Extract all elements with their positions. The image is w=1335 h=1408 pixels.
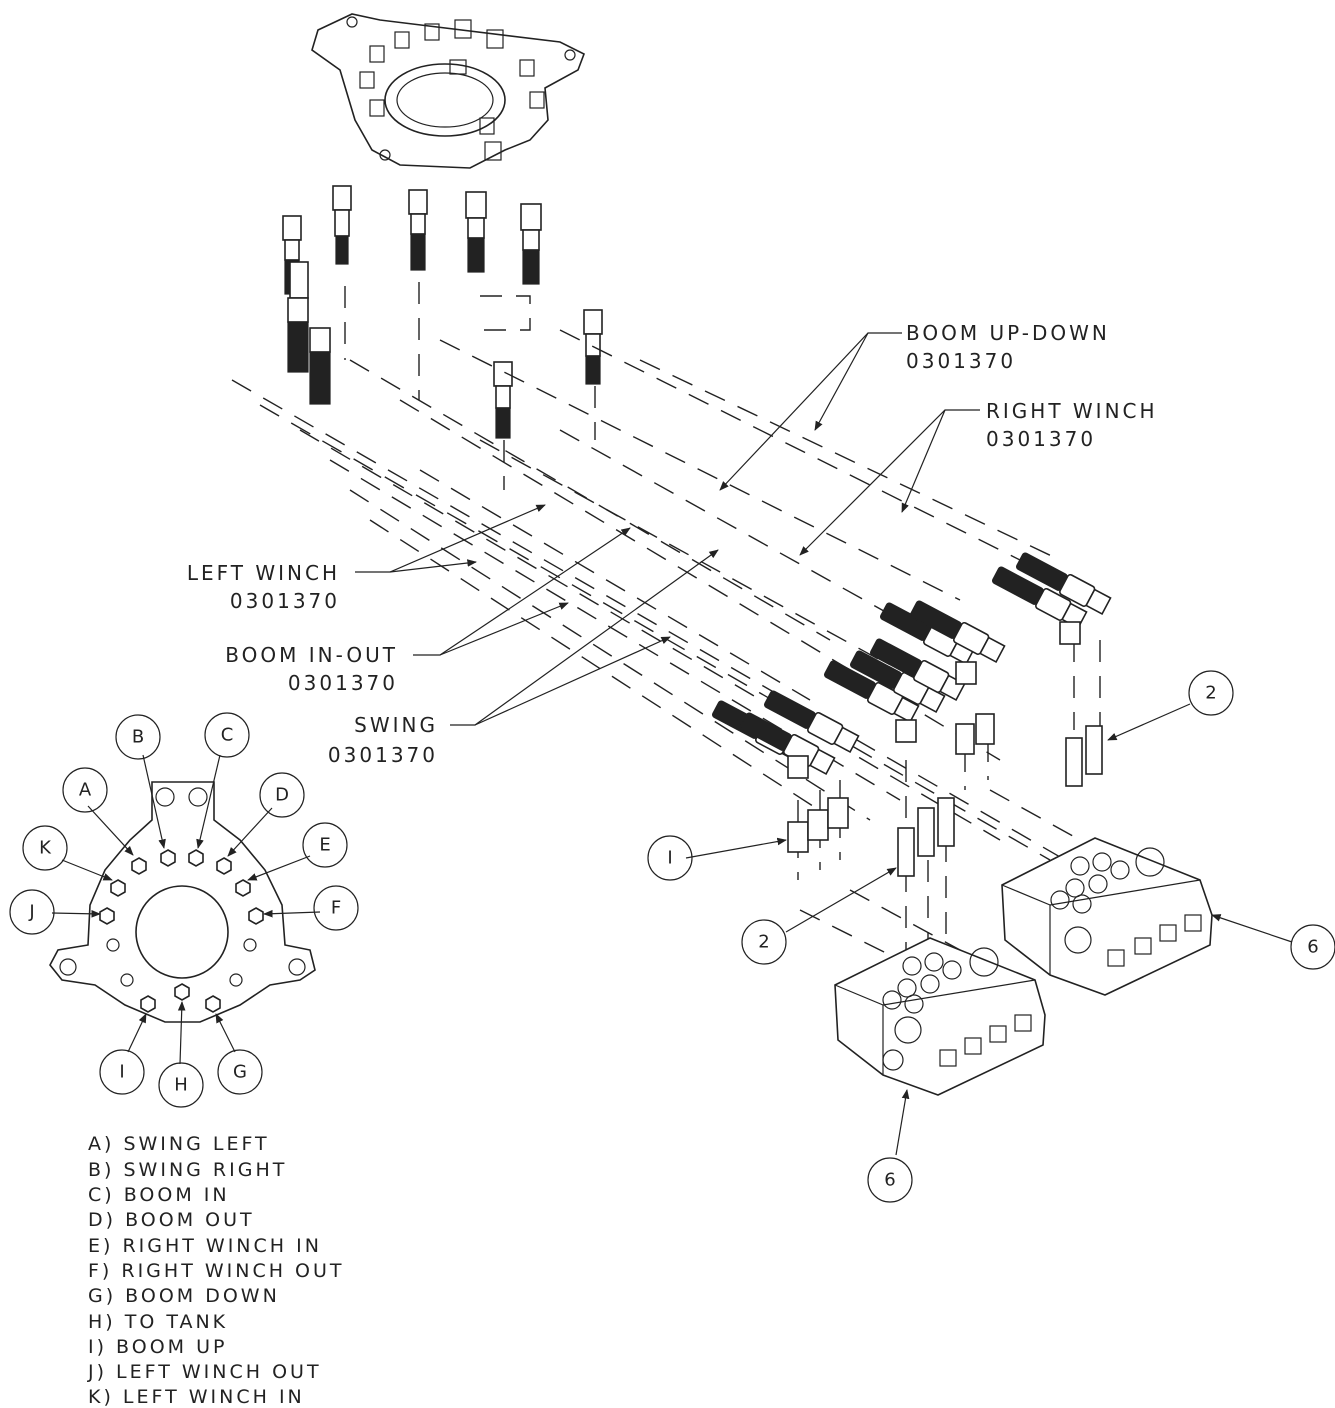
boom-in-out-label: BOOM IN-OUT [225,643,398,667]
port-bubble-b: B [115,714,161,760]
hose-elbow-group-1 [712,690,860,779]
legend-item: H) TO TANK [88,1311,228,1333]
hose-elbow-group-2 [824,638,966,743]
port-bubble-c: C [204,712,250,758]
swing-label: SWING [354,713,438,737]
control-valve-bottom [834,937,1046,1096]
svg-text:F: F [331,898,341,919]
svg-text:6: 6 [884,1170,895,1191]
port-letter-bubbles: A B C D E F G H I J K [9,712,359,1108]
item-bubble-6-bottom: 6 [867,1157,913,1203]
svg-text:2: 2 [1205,683,1216,704]
legend-item: J) LEFT WINCH OUT [87,1361,322,1383]
legend-item: B) SWING RIGHT [88,1159,287,1181]
port-bubble-a: A [62,767,108,813]
svg-text:C: C [221,725,234,746]
svg-text:6: 6 [1307,937,1318,958]
left-winch-part: 0301370 [230,589,340,613]
swing-part: 0301370 [328,743,438,767]
port-bubble-h: H [158,1062,204,1108]
right-winch-label: RIGHT WINCH [986,399,1158,423]
port-legend: A) SWING LEFT B) SWING RIGHT C) BOOM IN … [87,1133,345,1408]
left-winch-label: LEFT WINCH [187,561,340,585]
svg-text:2: 2 [758,932,769,953]
control-valve-right [1001,837,1213,996]
port-bubble-f: F [313,885,359,931]
svg-text:K: K [39,838,52,859]
boom-in-out-part: 0301370 [288,671,398,695]
boom-up-down-part: 0301370 [906,349,1016,373]
legend-item: K) LEFT WINCH IN [88,1386,305,1408]
svg-text:D: D [275,785,289,806]
item-bubble-2-right: 2 [1188,670,1234,716]
item-bubble-i: I [647,835,693,881]
port-nuts [99,849,264,1013]
svg-text:A: A [79,780,92,801]
svg-text:I: I [667,848,672,869]
port-bubble-e: E [302,822,348,868]
svg-text:E: E [319,835,330,856]
boom-up-down-label: BOOM UP-DOWN [906,321,1110,345]
svg-text:B: B [132,727,144,748]
adapter-fittings [787,713,1103,877]
callout-leaders [355,332,1293,1156]
legend-item: E) RIGHT WINCH IN [88,1235,322,1257]
svg-text:I: I [119,1062,124,1083]
legend-item: F) RIGHT WINCH OUT [88,1260,345,1282]
legend-item: C) BOOM IN [88,1184,230,1206]
right-winch-part: 0301370 [986,427,1096,451]
port-bubble-j: J [9,889,55,935]
svg-text:J: J [28,902,34,923]
legend-item: I) BOOM UP [88,1336,227,1358]
hose-elbow-group-3 [880,600,1006,685]
legend-item: G) BOOM DOWN [88,1285,280,1307]
hose-elbow-group-4 [992,552,1112,645]
port-bubble-d: D [259,772,305,818]
port-bubble-k: K [22,825,68,871]
port-bubble-i: I [99,1049,145,1095]
svg-text:G: G [233,1062,247,1083]
item-bubble-2-bottom: 2 [741,919,787,965]
svg-text:H: H [174,1075,188,1096]
port-plate [49,754,321,1065]
straight-fittings-upper [282,185,603,439]
swivel-manifold-top [311,13,586,169]
legend-item: D) BOOM OUT [88,1209,255,1231]
item-bubble-6-right: 6 [1290,924,1335,970]
port-bubble-g: G [217,1049,263,1095]
legend-item: A) SWING LEFT [88,1133,270,1155]
